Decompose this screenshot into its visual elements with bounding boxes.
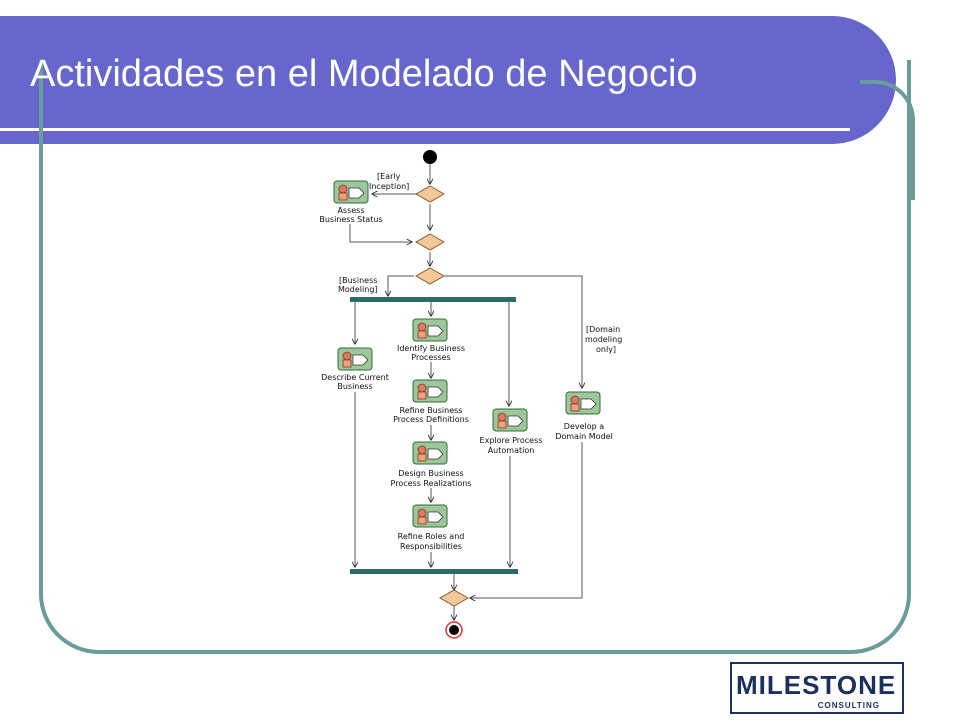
decision-node-modeling xyxy=(414,267,446,285)
logo-tagline: CONSULTING xyxy=(817,701,880,710)
slide-frame xyxy=(39,60,911,654)
guard-modeling-line2: Modeling] xyxy=(338,285,378,294)
connector-lines xyxy=(349,164,582,620)
title-rule xyxy=(0,128,850,131)
activity-label: Develop a xyxy=(564,422,604,431)
guard-early-line1: [Early xyxy=(377,172,401,181)
activity-refine-process-definitions: Refine Business Process Definitions xyxy=(393,379,469,424)
activity-label: Assess xyxy=(337,206,364,215)
activity-develop-domain-model: Develop a Domain Model xyxy=(555,391,613,441)
activity-label: Automation xyxy=(488,446,535,455)
decision-node-early xyxy=(414,185,446,203)
activity-label: Describe Current xyxy=(321,373,389,382)
activity-label: Processes xyxy=(411,353,450,362)
initial-node xyxy=(423,150,437,164)
activity-label: Refine Roles and xyxy=(398,532,465,541)
logo-wordmark: MILESTONE xyxy=(736,670,897,700)
guard-early-line2: Inception] xyxy=(369,182,409,191)
activity-refine-roles: Refine Roles and Responsibilities xyxy=(398,504,465,551)
slide-title: Actividades en el Modelado de Negocio xyxy=(30,53,698,95)
activity-label: Business xyxy=(337,382,372,391)
activity-label: Refine Business xyxy=(400,406,463,415)
final-node-core xyxy=(449,625,459,635)
activity-label: Business Status xyxy=(319,215,382,224)
merge-node-assess xyxy=(414,233,446,251)
activity-label: Domain Model xyxy=(555,432,613,441)
title-bar xyxy=(0,16,896,144)
activity-label: Explore Process xyxy=(480,436,543,445)
activity-assess: Assess Business Status xyxy=(319,180,383,224)
guard-domain-line1: [Domain xyxy=(586,325,620,334)
activity-identify-business-processes: Identify Business Processes xyxy=(397,318,465,362)
activity-label: Responsibilities xyxy=(400,542,462,551)
activity-label: Identify Business xyxy=(397,344,465,353)
fork-bar xyxy=(350,297,516,302)
milestone-logo: MILESTONE CONSULTING xyxy=(730,662,904,714)
merge-node-final xyxy=(438,589,470,607)
join-bar xyxy=(350,569,518,574)
activity-explore-process-automation: Explore Process Automation xyxy=(480,408,543,455)
activity-label: Process Realizations xyxy=(391,479,472,488)
activity-label: Process Definitions xyxy=(393,415,469,424)
guard-domain-line2: modeling xyxy=(585,335,622,344)
activity-describe-current-business: Describe Current Business xyxy=(321,347,389,391)
guard-modeling-line1: [Business xyxy=(339,276,377,285)
guard-domain-line3: only] xyxy=(596,345,616,354)
activity-design-process-realizations: Design Business Process Realizations xyxy=(391,441,472,488)
slide-frame-corner xyxy=(860,80,915,200)
activity-label: Design Business xyxy=(398,469,463,478)
